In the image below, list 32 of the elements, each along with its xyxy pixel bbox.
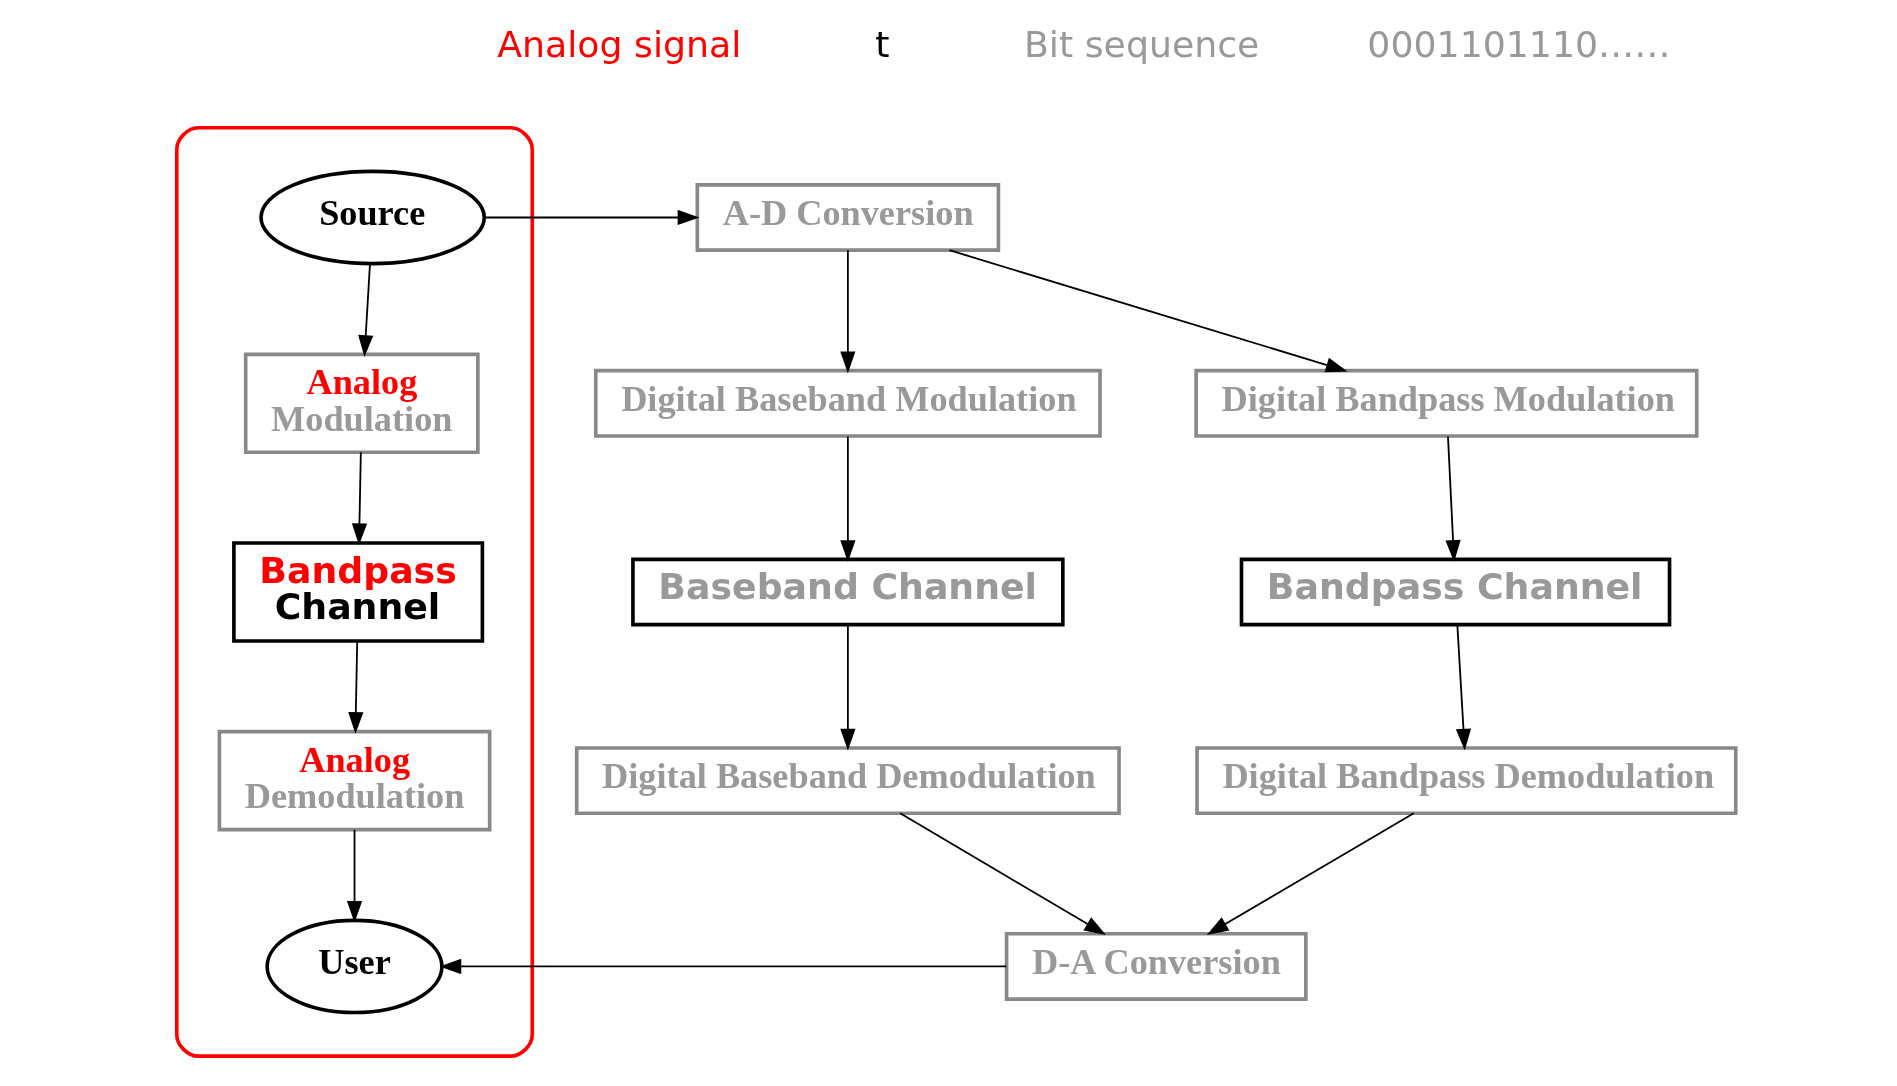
node-box: Bandpass Channel <box>231 541 484 643</box>
arrow <box>1455 624 1471 751</box>
arrow <box>351 451 367 546</box>
arrow <box>898 812 1106 935</box>
node-box: Digital Baseband Demodulation <box>574 746 1121 816</box>
arrow <box>1206 812 1415 935</box>
node-box: Bandpass Channel <box>1239 557 1671 627</box>
arrow <box>839 624 855 751</box>
node-box: D-A Conversion <box>1004 931 1308 1001</box>
arrow <box>483 209 699 226</box>
node-ellipse: Source <box>258 169 486 266</box>
label: t <box>874 23 889 67</box>
arrow <box>346 828 362 923</box>
label: 0001101110…… <box>1366 23 1671 67</box>
node-box: A-D Conversion <box>695 183 1000 252</box>
node-box: Analog Demodulation <box>217 729 491 832</box>
arrow <box>948 249 1348 373</box>
node-box: Digital Bandpass Modulation <box>1193 368 1699 438</box>
arrow <box>1444 435 1461 562</box>
node-box: Digital Bandpass Demodulation <box>1194 746 1738 816</box>
arrow <box>347 640 363 734</box>
arrow <box>438 958 1007 975</box>
label: Analog signal <box>496 23 741 67</box>
node-box: Digital Baseband Modulation <box>593 368 1102 438</box>
node-box: Baseband Channel <box>630 557 1065 627</box>
arrow <box>839 435 855 562</box>
node-ellipse: User <box>264 918 444 1015</box>
label: Bit sequence <box>1023 23 1259 67</box>
arrow <box>357 263 373 357</box>
node-box: Analog Modulation <box>243 352 480 455</box>
arrow <box>839 249 855 374</box>
cluster <box>174 126 534 1058</box>
